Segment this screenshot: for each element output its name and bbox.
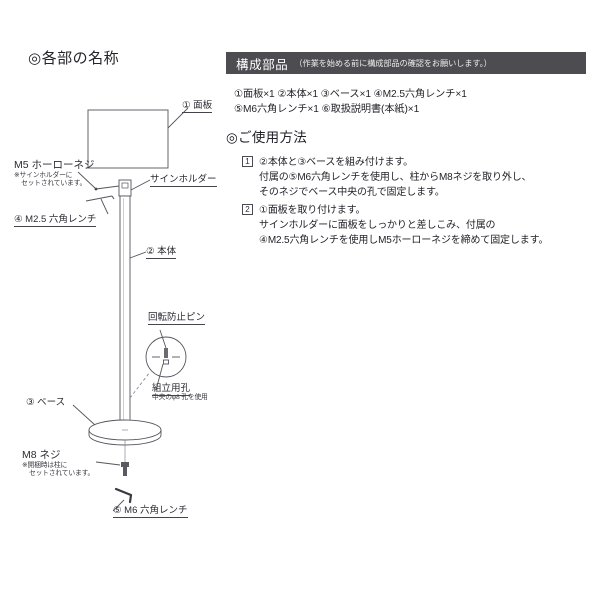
step-line: ①面板を取り付けます。: [259, 205, 366, 216]
leader-faceplate: [167, 107, 189, 129]
leader-m6-wrench: [112, 499, 125, 512]
parts-section-header: 構成部品 （作業を始める前に構成部品の確認をお願いします。）: [226, 52, 586, 74]
m8-screw-shape: [121, 462, 129, 476]
detail-hole-shape: [163, 359, 169, 365]
leader-sign-holder: [130, 179, 151, 191]
parts-list-line: ⑤M6六角レンチ×1 ⑥取扱説明書(本紙)×1: [234, 104, 420, 116]
label-m8-screw: M8 ネジ: [22, 449, 61, 461]
step-line: そのネジでベース中央の孔で固定します。: [259, 187, 445, 199]
step-line: ②本体と③ベースを組み付けます。: [259, 157, 414, 168]
leader-m5-screw-tail: [77, 171, 97, 190]
pole-body-shape: [119, 195, 131, 429]
note-m5-set-screw-line1: ※サインホルダーに: [14, 172, 73, 179]
note-assembly-hole: 中央のφ8 孔を使用: [152, 394, 208, 401]
page-title-parts-names: ◎各部の名称: [28, 50, 120, 67]
leader-m5-screw: [95, 185, 120, 190]
note-m5-set-screw-line2: セットされています。: [21, 180, 87, 187]
label-m25-hex-wrench: ④ M2.5 六角レンチ: [14, 214, 97, 227]
step-number-badge: 2: [242, 204, 253, 215]
usage-step: 2 ①面板を取り付けます。 サインホルダーに面板をしっかりと差しこみ、付属の ④…: [242, 203, 594, 249]
label-main-body: ② 本体: [146, 246, 177, 259]
step-text: ②本体と③ベースを組み付けます。 付属の⑤M6六角レンチを使用し、柱からM8ネジ…: [259, 155, 532, 201]
m6-hex-wrench-shape: [114, 487, 133, 504]
usage-step: 1 ②本体と③ベースを組み付けます。 付属の⑤M6六角レンチを使用し、柱からM8…: [242, 155, 594, 201]
label-m5-set-screw: M5 ホーローネジ: [14, 159, 95, 171]
label-sign-holder: サインホルダー: [150, 174, 217, 187]
label-base: ③ ベース: [26, 397, 66, 408]
leader-base: [72, 404, 96, 426]
note-m8-screw-line1: ※開梱時は柱に: [22, 462, 68, 469]
exploded-assembly-drawing: [72, 107, 189, 512]
parts-section-title: 構成部品: [236, 57, 289, 72]
parts-list: ①面板×1 ②本体×1 ③ベース×1 ④M2.5六角レンチ×1 ⑤M6六角レンチ…: [234, 87, 586, 118]
projection-dashed: [129, 371, 151, 399]
label-anti-rotation-pin: 回転防止ピン: [148, 312, 206, 325]
step-text: ①面板を取り付けます。 サインホルダーに面板をしっかりと差しこみ、付属の ④M2…: [259, 203, 548, 249]
step-line: ④M2.5六角レンチを使用しM5ホーローネジを締めて固定します。: [259, 235, 549, 247]
label-assembly-hole: 組立用孔: [152, 383, 191, 396]
leader-assembly-hole: [155, 363, 164, 391]
sign-holder-slot: [121, 182, 129, 189]
leader-m8-screw: [95, 461, 121, 466]
leader-m25-wrench: [100, 198, 109, 215]
note-m8-screw-line2: セットされています。: [29, 470, 95, 477]
detail-pin-shape: [164, 348, 168, 358]
step-line: サインホルダーに面板をしっかりと差しこみ、付属の: [259, 220, 496, 232]
instructions-panel: 構成部品 （作業を始める前に構成部品の確認をお願いします。） ①面板×1 ②本体…: [226, 0, 594, 600]
parts-name-diagram-panel: ◎各部の名称: [0, 0, 218, 600]
leader-anti-rotation-pin: [159, 329, 167, 349]
leader-body: [129, 251, 147, 259]
parts-list-line: ①面板×1 ②本体×1 ③ベース×1 ④M2.5六角レンチ×1: [234, 89, 467, 100]
m25-hex-wrench-shape: [85, 195, 115, 202]
parts-section-subtitle: （作業を始める前に構成部品の確認をお願いします。）: [294, 59, 492, 68]
faceplate-shape: [87, 109, 169, 169]
label-faceplate: ① 面板: [182, 100, 213, 113]
usage-section-title: ◎ご使用方法: [226, 130, 308, 145]
step-line: 付属の⑤M6六角レンチを使用し、柱からM8ネジを取り外し、: [259, 172, 532, 184]
label-m6-hex-wrench: ⑤ M6 六角レンチ: [113, 505, 188, 518]
step-number-badge: 1: [242, 156, 253, 167]
